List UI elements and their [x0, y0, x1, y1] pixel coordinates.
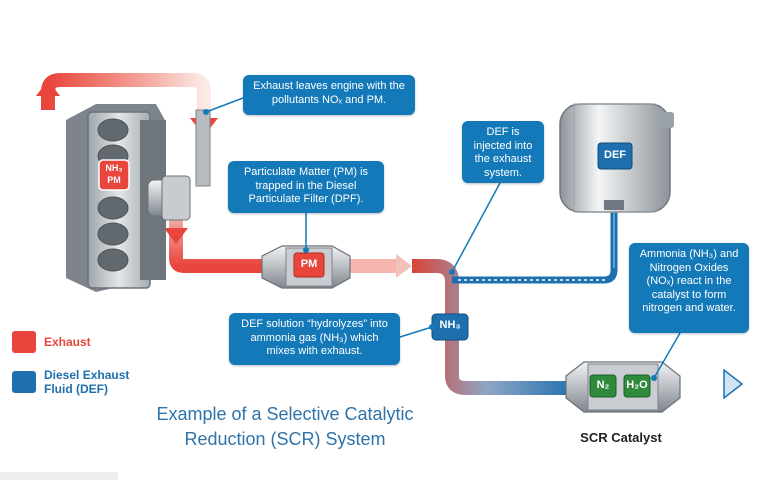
legend-def-label: Diesel Exhaust Fluid (DEF)	[44, 368, 130, 396]
callout-pointers	[205, 97, 681, 379]
h2o-label: H₂O	[626, 379, 648, 391]
pm-chip	[293, 252, 325, 278]
callout-hydrolyzes: DEF solution “hydrolyzes” into ammonia g…	[229, 313, 400, 365]
callout-def-injected: DEF is injected into the exhaust system.	[462, 121, 544, 183]
outlet-pipe	[676, 368, 744, 400]
engine-nh3-pm-chip	[98, 159, 130, 191]
exhaust-pipe-to-dpf	[164, 215, 262, 273]
def-tank-chip	[597, 142, 633, 170]
legend-exhaust-swatch	[12, 331, 36, 353]
def-line	[452, 200, 618, 284]
scr-catalyst	[565, 361, 681, 413]
callout-pm-trapped: Particulate Matter (PM) is trapped in th…	[228, 161, 384, 213]
engine-chip-label: NH₃ PM	[105, 163, 123, 185]
n2-chip	[589, 374, 617, 398]
legend-exhaust-label: Exhaust	[44, 335, 91, 349]
callout-pointer-dots	[203, 109, 657, 381]
callout-react: Ammonia (NH₃) and Nitrogen Oxides (NOₓ) …	[629, 243, 749, 333]
legend-def-swatch	[12, 371, 36, 393]
def-tank-label: DEF	[604, 149, 626, 161]
pm-label: PM	[300, 258, 318, 270]
scr-catalyst-label: SCR Catalyst	[580, 430, 662, 445]
n2-label: N₂	[596, 379, 610, 391]
bottom-strip	[0, 472, 118, 480]
nh3-label: NH₃	[439, 319, 461, 331]
engine-block	[66, 104, 211, 292]
diagram-caption: Example of a Selective Catalytic Reducti…	[156, 404, 414, 449]
callout-exhaust-leaves: Exhaust leaves engine with the pollutant…	[243, 75, 415, 115]
h2o-chip	[623, 374, 651, 398]
